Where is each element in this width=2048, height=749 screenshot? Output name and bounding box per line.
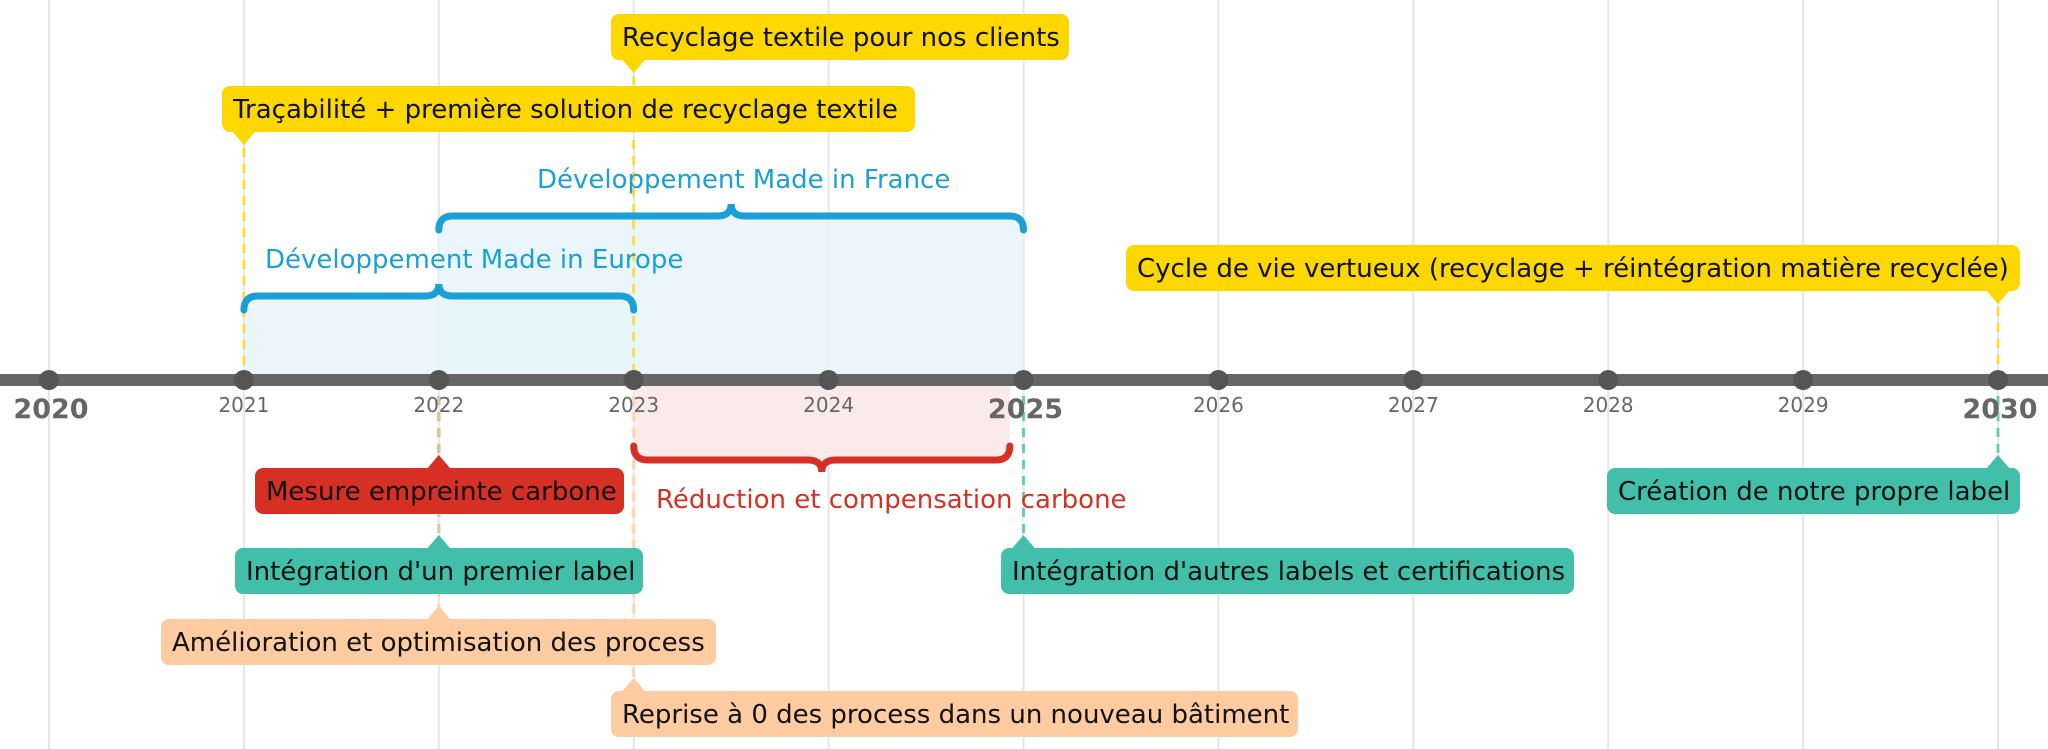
year-label-2030: 2030 bbox=[1962, 394, 2037, 425]
year-marker-2025 bbox=[1013, 370, 1034, 390]
year-label-2028: 2028 bbox=[1583, 393, 1634, 417]
milestone-pointer-5 bbox=[426, 535, 451, 549]
milestone-pointer-1 bbox=[621, 59, 646, 73]
year-marker-2022 bbox=[428, 370, 449, 390]
milestone-label-3: Cycle de vie vertueux (recyclage + réint… bbox=[1137, 254, 2009, 284]
milestone-box-2 bbox=[222, 86, 915, 132]
year-label-2024: 2024 bbox=[803, 393, 854, 417]
period-fill-layer bbox=[243, 216, 1024, 460]
period-brace-layer: Développement Made in Europe Développemen… bbox=[240, 165, 1127, 515]
period-brace-3 bbox=[630, 442, 1014, 473]
milestone-box-3 bbox=[1126, 245, 2020, 291]
milestone-label-2: Traçabilité + première solution de recyc… bbox=[232, 95, 898, 125]
milestone-pointer-6 bbox=[426, 606, 451, 620]
year-label-2021: 2021 bbox=[218, 393, 269, 417]
milestone-pointer-7 bbox=[621, 678, 646, 692]
milestone-pointer-8 bbox=[1011, 535, 1036, 549]
milestone-3: Cycle de vie vertueux (recyclage + réint… bbox=[1126, 245, 2020, 304]
milestone-box-4 bbox=[255, 468, 624, 514]
milestone-4: Mesure empreinte carbone bbox=[255, 455, 624, 514]
milestone-pointer-4 bbox=[426, 455, 451, 469]
milestone-box-6 bbox=[161, 619, 716, 665]
period-label-3: Réduction et compensation carbone bbox=[656, 485, 1127, 515]
period-area-3 bbox=[633, 380, 1010, 460]
milestone-box-9 bbox=[1607, 468, 2020, 514]
milestone-5: Intégration d'un premier label bbox=[235, 535, 643, 594]
year-label-2027: 2027 bbox=[1388, 393, 1439, 417]
period-brace-1 bbox=[240, 283, 638, 314]
milestone-pointer-3 bbox=[1986, 290, 2010, 304]
milestone-box-8 bbox=[1001, 548, 1574, 594]
milestone-label-7: Reprise à 0 des process dans un nouveau … bbox=[622, 700, 1289, 730]
milestone-label-8: Intégration d'autres labels et certifica… bbox=[1012, 557, 1565, 587]
year-marker-2021 bbox=[233, 370, 254, 390]
milestone-1: Recyclage textile pour nos clients bbox=[611, 14, 1069, 73]
milestone-label-4: Mesure empreinte carbone bbox=[266, 477, 617, 507]
box-layer: Recyclage textile pour nos clientsTraçab… bbox=[161, 14, 2020, 737]
milestone-7: Reprise à 0 des process dans un nouveau … bbox=[611, 678, 1298, 737]
year-label-2023: 2023 bbox=[608, 393, 659, 417]
milestone-6: Amélioration et optimisation des process bbox=[161, 606, 716, 665]
year-marker-2023 bbox=[623, 370, 644, 390]
axis-layer: 2021 2022 2023 2024 2026 2027 2028 2029 2020 2025… bbox=[0, 370, 2048, 425]
milestone-box-5 bbox=[235, 548, 643, 594]
year-marker-2024 bbox=[818, 370, 839, 390]
year-marker-2026 bbox=[1208, 370, 1229, 390]
milestone-label-6: Amélioration et optimisation des process bbox=[172, 628, 705, 658]
year-label-2025: 2025 bbox=[988, 394, 1063, 425]
year-label-2020: 2020 bbox=[13, 394, 88, 425]
milestone-2: Traçabilité + première solution de recyc… bbox=[222, 86, 915, 145]
milestone-box-7 bbox=[611, 691, 1298, 737]
milestone-label-9: Création de notre propre label bbox=[1618, 477, 2010, 507]
year-marker-2030 bbox=[1988, 370, 2008, 390]
milestone-label-1: Recyclage textile pour nos clients bbox=[622, 23, 1060, 53]
milestone-pointer-2 bbox=[231, 131, 256, 145]
milestone-pointer-9 bbox=[1986, 455, 2010, 469]
milestone-label-5: Intégration d'un premier label bbox=[246, 557, 635, 587]
period-label-1: Développement Made in Europe bbox=[265, 245, 683, 275]
milestone-9: Création de notre propre label bbox=[1607, 455, 2020, 514]
year-label-2026: 2026 bbox=[1193, 393, 1244, 417]
year-marker-2020 bbox=[39, 370, 59, 390]
milestone-8: Intégration d'autres labels et certifica… bbox=[1001, 535, 1574, 594]
year-marker-2028 bbox=[1598, 370, 1619, 390]
period-brace-2 bbox=[435, 203, 1027, 234]
year-marker-2029 bbox=[1793, 370, 1814, 390]
year-label-2029: 2029 bbox=[1778, 393, 1829, 417]
year-label-2022: 2022 bbox=[413, 393, 464, 417]
milestone-box-1 bbox=[611, 14, 1069, 60]
period-label-2: Développement Made in France bbox=[537, 165, 950, 195]
year-marker-2027 bbox=[1403, 370, 1424, 390]
